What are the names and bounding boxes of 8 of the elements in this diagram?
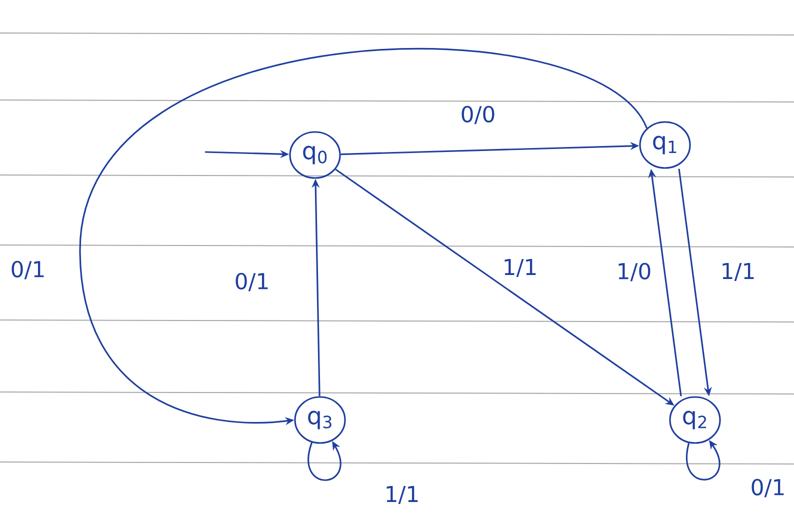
edge-label: 1/1 [719,262,757,282]
edge-label: 0/1 [749,478,787,498]
edge-label: 1/0 [615,262,653,282]
edge-label: 0/0 [459,104,497,126]
edge-label: 0/1 [233,272,271,292]
edge-label: 0/1 [9,260,47,280]
edge-label: 1/1 [383,484,421,506]
edge-label: 1/1 [501,258,539,278]
